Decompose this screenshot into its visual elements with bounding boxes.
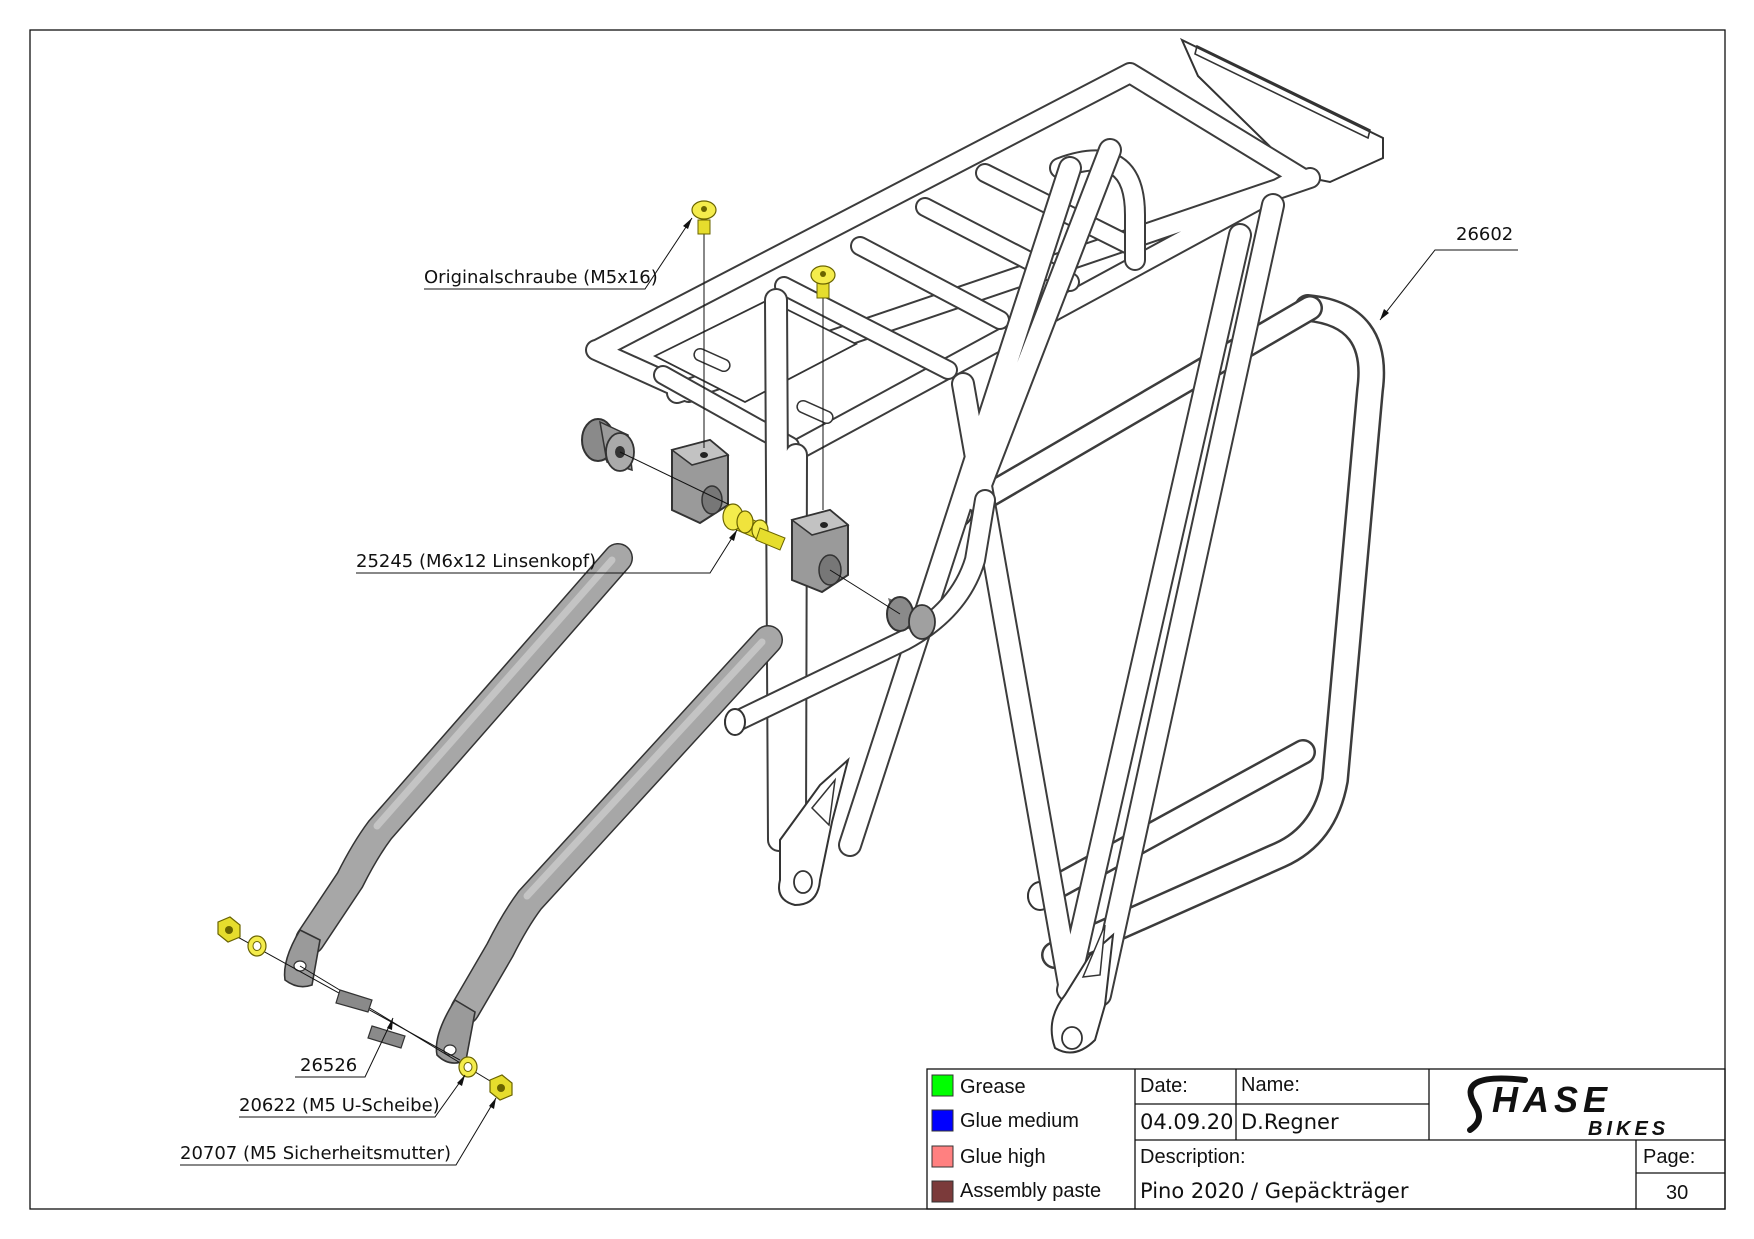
name-label: Name: <box>1241 1074 1300 1096</box>
title-block: Grease Glue medium Glue high Assembly pa… <box>926 1068 1726 1210</box>
legend-swatch-assembly-paste <box>931 1180 954 1203</box>
date-label: Date: <box>1140 1075 1188 1097</box>
label-part-25245: 25245 (M6x12 Linsenkopf) <box>356 551 596 572</box>
luggage-rack-frame <box>585 37 1386 1054</box>
legend: Grease Glue medium Glue high Assembly pa… <box>931 1074 1101 1203</box>
small-hardware <box>217 916 513 1101</box>
legend-label-glue-high: Glue high <box>960 1146 1046 1168</box>
logo-sub-text: BIKES <box>1588 1118 1669 1140</box>
legend-label-grease: Grease <box>960 1076 1026 1098</box>
label-part-26602: 26602 <box>1456 224 1513 245</box>
legend-label-glue-medium: Glue medium <box>960 1110 1079 1132</box>
screw-parts <box>619 200 901 615</box>
description-value: Pino 2020 / Gepäckträger <box>1140 1179 1409 1203</box>
page-label: Page: <box>1643 1146 1695 1168</box>
description-label: Description: <box>1140 1146 1246 1168</box>
hase-bikes-logo: HASE BIKES <box>1467 1075 1669 1140</box>
legend-swatch-glue-medium <box>931 1109 954 1132</box>
date-value: 04.09.20 <box>1140 1110 1234 1134</box>
page-value: 30 <box>1666 1182 1688 1204</box>
label-part-26526: 26526 <box>300 1055 357 1076</box>
drawing-border <box>29 29 1726 1210</box>
legend-swatch-glue-high <box>931 1145 954 1168</box>
callout-leaders <box>180 217 1518 1166</box>
strut-tubes <box>283 543 783 1064</box>
logo-main-text: HASE <box>1492 1079 1612 1120</box>
clamp-parts <box>581 418 936 640</box>
legend-swatch-grease <box>931 1074 954 1097</box>
label-part-20707: 20707 (M5 Sicherheitsmutter) <box>180 1143 451 1164</box>
name-value: D.Regner <box>1241 1110 1339 1134</box>
label-part-20622: 20622 (M5 U-Scheibe) <box>239 1095 440 1116</box>
label-original-screw: Originalschraube (M5x16) <box>424 267 658 288</box>
callout-labels: Originalschraube (M5x16) 26602 25245 (M6… <box>180 224 1513 1164</box>
legend-label-assembly-paste: Assembly paste <box>960 1180 1101 1202</box>
